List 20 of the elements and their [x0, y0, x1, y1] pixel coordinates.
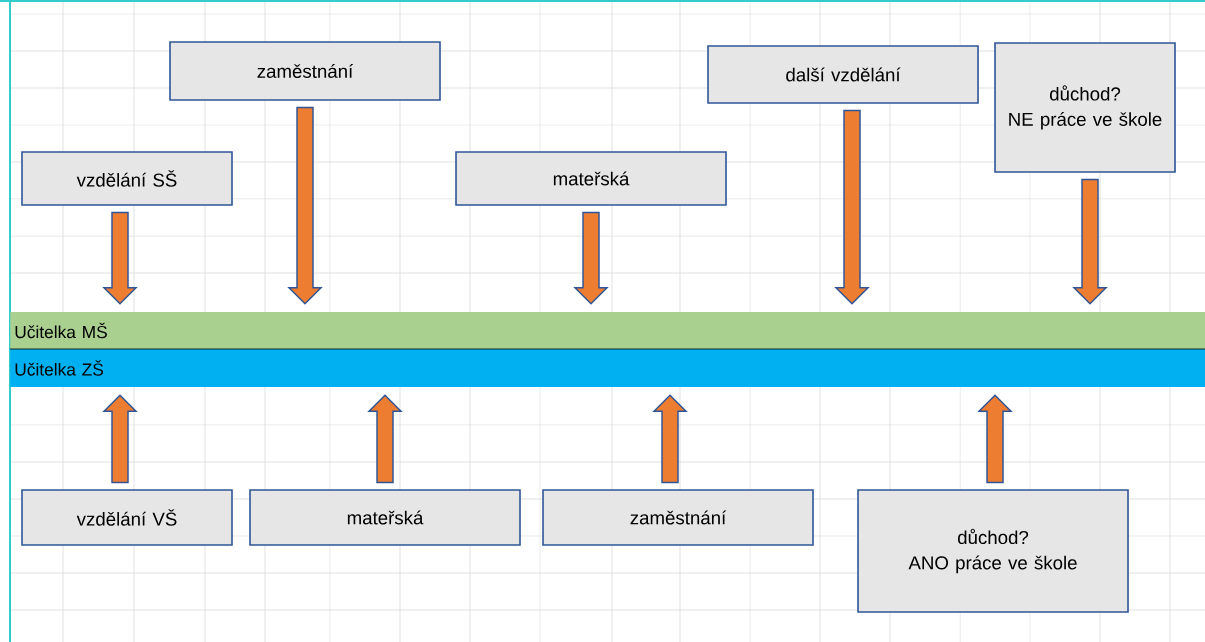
text-box: vzdělání SŠ: [21, 151, 233, 206]
band: Učitelka ZŠ: [10, 349, 1205, 387]
block-arrow: [573, 211, 609, 305]
text-box: důchod? ANO práce ve škole: [857, 489, 1129, 613]
text-box: mateřská: [455, 151, 727, 206]
text-box: zaměstnání: [542, 489, 814, 546]
block-arrow: [287, 106, 323, 305]
block-arrow: [652, 394, 688, 484]
block-arrow: [1072, 178, 1108, 305]
text-box: mateřská: [249, 489, 521, 546]
block-arrow: [102, 211, 138, 305]
block-arrow: [834, 109, 870, 305]
text-box: další vzdělání: [707, 45, 979, 104]
band: Učitelka MŠ: [10, 312, 1205, 349]
block-arrow: [102, 394, 138, 484]
block-arrow: [977, 394, 1013, 484]
text-box: vzdělání VŠ: [21, 489, 233, 546]
text-box: zaměstnání: [169, 41, 441, 101]
text-box: důchod? NE práce ve škole: [994, 42, 1176, 173]
block-arrow: [367, 394, 403, 484]
